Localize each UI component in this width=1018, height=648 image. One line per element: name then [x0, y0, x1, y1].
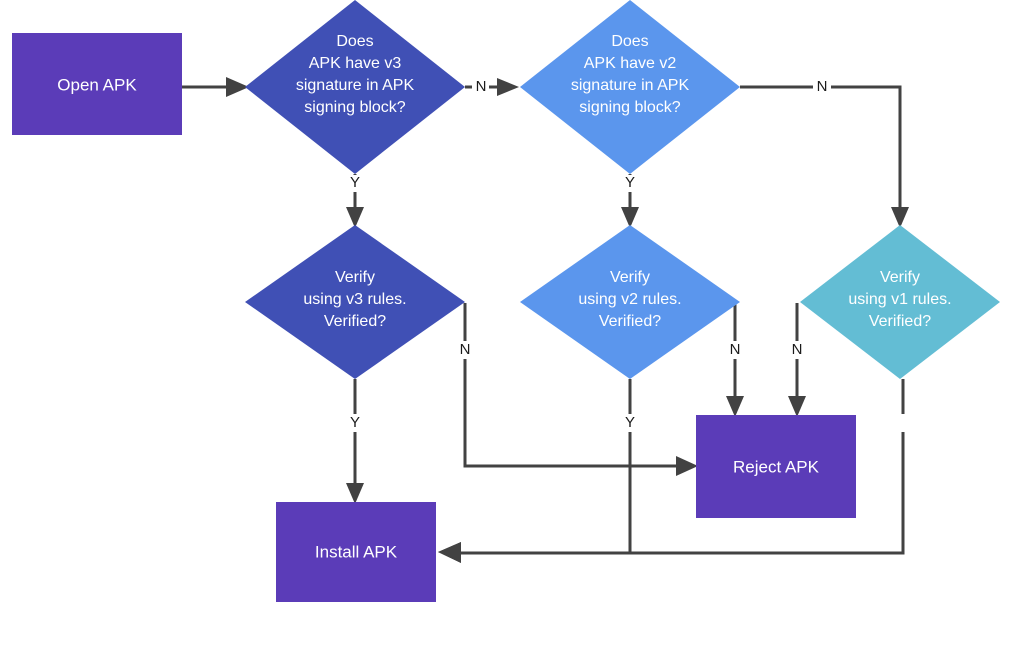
- node-has-v2-line-3: signature in APK: [571, 77, 690, 94]
- node-has-v3-line-4: signing block?: [304, 99, 406, 116]
- node-verify-v1-line-2: using v1 rules.: [848, 291, 951, 308]
- node-has-v3-line-1: Does: [336, 33, 373, 50]
- node-install-apk[interactable]: Install APK: [276, 502, 436, 602]
- node-has-v2-line-2: APK have v2: [584, 55, 677, 72]
- node-verify-v2[interactable]: Verify using v2 rules. Verified?: [520, 225, 740, 379]
- node-open-apk-label: Open APK: [57, 75, 137, 94]
- node-verify-v2-line-2: using v2 rules.: [578, 291, 681, 308]
- edge-verify-v2-yes: Y: [438, 379, 635, 563]
- node-reject-apk-label: Reject APK: [733, 457, 820, 476]
- node-verify-v3-line-1: Verify: [335, 269, 375, 286]
- edge-verify-v1-yes: [461, 379, 905, 555]
- node-verify-v1-line-3: Verified?: [869, 313, 931, 330]
- edge-v3-yes: Y: [346, 174, 364, 228]
- edge-label-verify-v3-no: N: [460, 341, 471, 358]
- node-has-v2-line-1: Does: [611, 33, 648, 50]
- node-verify-v2-line-3: Verified?: [599, 313, 661, 330]
- edge-verify-v1-no: N: [788, 303, 806, 417]
- nodes-layer: Open APK Does APK have v3 signature in A…: [12, 0, 1000, 602]
- node-install-apk-label: Install APK: [315, 542, 398, 561]
- edge-label-v2-no: N: [817, 78, 828, 95]
- edge-v2-yes: Y: [621, 174, 639, 228]
- edge-open-to-v3: [182, 77, 249, 97]
- edge-label-verify-v2-no: N: [730, 341, 741, 358]
- edges-layer: N Y N Y: [182, 77, 909, 563]
- edge-label-v3-yes: Y: [350, 174, 360, 191]
- node-has-v3-line-2: APK have v3: [309, 55, 402, 72]
- edge-verify-v3-yes: Y: [346, 379, 364, 504]
- node-verify-v3[interactable]: Verify using v3 rules. Verified?: [245, 225, 465, 379]
- edge-label-verify-v2-yes: Y: [625, 414, 635, 431]
- edge-verify-v2-no: N: [726, 303, 744, 417]
- node-verify-v1[interactable]: Verify using v1 rules. Verified?: [800, 225, 1000, 379]
- install-apk-arrowhead: [438, 542, 461, 563]
- node-has-v2-line-4: signing block?: [579, 99, 681, 116]
- edge-label-v2-yes: Y: [625, 174, 635, 191]
- node-has-v3-line-3: signature in APK: [296, 77, 415, 94]
- node-open-apk[interactable]: Open APK: [12, 33, 182, 135]
- edge-label-verify-v3-yes: Y: [350, 414, 360, 431]
- node-verify-v2-line-1: Verify: [610, 269, 650, 286]
- node-has-v3[interactable]: Does APK have v3 signature in APK signin…: [245, 0, 465, 174]
- edge-v2-no: N: [740, 78, 909, 228]
- node-verify-v3-line-2: using v3 rules.: [303, 291, 406, 308]
- edge-label-v3-no: N: [476, 78, 487, 95]
- edge-label-verify-v1-no: N: [792, 341, 803, 358]
- edge-verify-v3-no: N: [460, 303, 698, 476]
- node-verify-v1-line-1: Verify: [880, 269, 920, 286]
- node-has-v2[interactable]: Does APK have v2 signature in APK signin…: [520, 0, 740, 174]
- edge-v3-no: N: [465, 78, 519, 96]
- node-verify-v3-line-3: Verified?: [324, 313, 386, 330]
- node-reject-apk[interactable]: Reject APK: [696, 415, 856, 518]
